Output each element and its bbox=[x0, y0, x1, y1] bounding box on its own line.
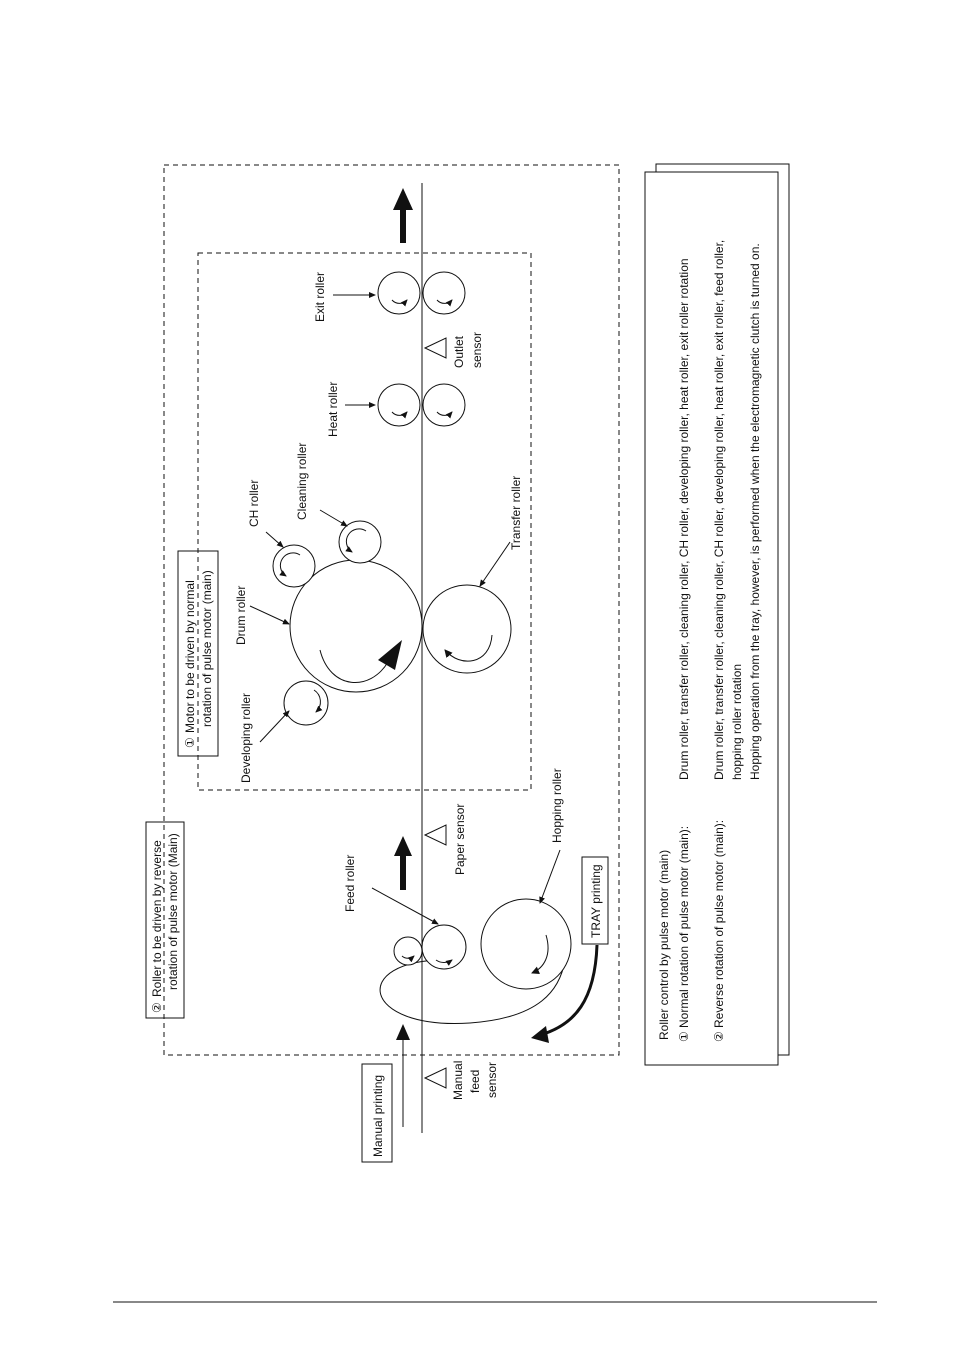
legend-panel: Roller control by pulse motor (main) ① N… bbox=[644, 163, 790, 1066]
paper-guide bbox=[379, 959, 566, 1024]
outlet-sensor: Outlet sensor bbox=[423, 332, 484, 368]
feed-direction-arrow bbox=[394, 836, 412, 890]
heat-roller-lower bbox=[422, 383, 466, 427]
drum-roller-label: Drum roller bbox=[234, 586, 248, 645]
ch-roller-label: CH roller bbox=[247, 480, 261, 527]
reverse-label-line1: Roller to be driven by reverse bbox=[150, 840, 164, 997]
exit-direction-arrow bbox=[393, 188, 413, 243]
tray-printing-label: TRAY printing bbox=[589, 864, 603, 938]
legend-item2-line3: Hopping operation from the tray, however… bbox=[748, 243, 762, 780]
hopping-roller-group: Hopping roller bbox=[480, 768, 572, 990]
outlet-sensor-line2: sensor bbox=[470, 332, 484, 368]
developing-roller bbox=[283, 680, 329, 726]
reverse-rotation-region bbox=[163, 164, 620, 1056]
transfer-roller bbox=[422, 584, 512, 674]
cleaning-roller-group: Cleaning roller bbox=[295, 443, 382, 564]
transfer-roller-label: Transfer roller bbox=[509, 476, 523, 550]
normal-marker: ① bbox=[183, 737, 197, 748]
normal-region-label: ① Motor to be driven by normal rotation … bbox=[177, 550, 219, 757]
feed-pinch-roller bbox=[393, 936, 423, 966]
paper-sensor: Paper sensor bbox=[423, 804, 467, 875]
manual-printing-label: Manual printing bbox=[371, 1075, 385, 1157]
manual-feed-sensor-line2: feed bbox=[468, 1070, 482, 1093]
legend-item2-line2: hopping roller rotation bbox=[730, 664, 744, 780]
developing-roller-group: Developing roller bbox=[239, 680, 329, 783]
ch-roller bbox=[272, 544, 316, 588]
ch-roller-group: CH roller bbox=[247, 480, 316, 588]
legend-item2-marker: ② bbox=[712, 1031, 726, 1042]
exit-roller-upper bbox=[377, 271, 421, 315]
reverse-marker: ② bbox=[150, 1002, 164, 1013]
feed-roller-label: Feed roller bbox=[343, 855, 357, 912]
outlet-sensor-line1: Outlet bbox=[452, 335, 466, 368]
cleaning-roller bbox=[338, 520, 382, 564]
developing-roller-label: Developing roller bbox=[239, 693, 253, 783]
transfer-roller-group: Transfer roller bbox=[422, 476, 523, 674]
reverse-label-line2: rotation of pulse motor (Main) bbox=[166, 833, 180, 990]
manual-feed-sensor: Manual feed sensor bbox=[423, 1061, 499, 1100]
normal-label-line1: Motor to be driven by normal bbox=[183, 580, 197, 733]
feed-roller bbox=[421, 924, 467, 970]
legend-item2-label: Reverse rotation of pulse motor (main): bbox=[712, 820, 726, 1028]
paper-sensor-label: Paper sensor bbox=[453, 804, 467, 875]
legend-item1-text: Drum roller, transfer roller, cleaning r… bbox=[677, 258, 691, 780]
manual-feed-sensor-line1: Manual bbox=[451, 1061, 465, 1100]
exit-roller-lower bbox=[422, 271, 466, 315]
normal-label-line2: rotation of pulse motor (main) bbox=[200, 570, 214, 727]
feed-roller-group: Feed roller bbox=[343, 855, 566, 1024]
heat-roller-group: Heat roller bbox=[326, 382, 466, 437]
legend-item1-marker: ① bbox=[677, 1031, 691, 1042]
hopping-roller-label: Hopping roller bbox=[550, 768, 564, 843]
hopping-roller bbox=[480, 898, 572, 990]
normal-rotation-region bbox=[197, 252, 532, 791]
drum-roller-group: Drum roller bbox=[234, 559, 423, 693]
tray-printing: TRAY printing bbox=[531, 856, 609, 1043]
heat-roller-upper bbox=[377, 383, 421, 427]
cleaning-roller-label: Cleaning roller bbox=[295, 443, 309, 520]
exit-roller-label: Exit roller bbox=[313, 272, 327, 322]
reverse-region-label: ② Roller to be driven by reverse rotatio… bbox=[145, 821, 185, 1019]
manual-printing: Manual printing bbox=[361, 1024, 410, 1163]
manual-feed-sensor-line3: sensor bbox=[485, 1062, 499, 1098]
exit-roller-group: Exit roller bbox=[313, 271, 466, 322]
legend-item2-line1: Drum roller, transfer roller, cleaning r… bbox=[712, 240, 726, 780]
legend-item1-label: Normal rotation of pulse motor (main): bbox=[677, 826, 691, 1028]
heat-roller-label: Heat roller bbox=[326, 382, 340, 437]
legend-title: Roller control by pulse motor (main) bbox=[657, 850, 671, 1040]
